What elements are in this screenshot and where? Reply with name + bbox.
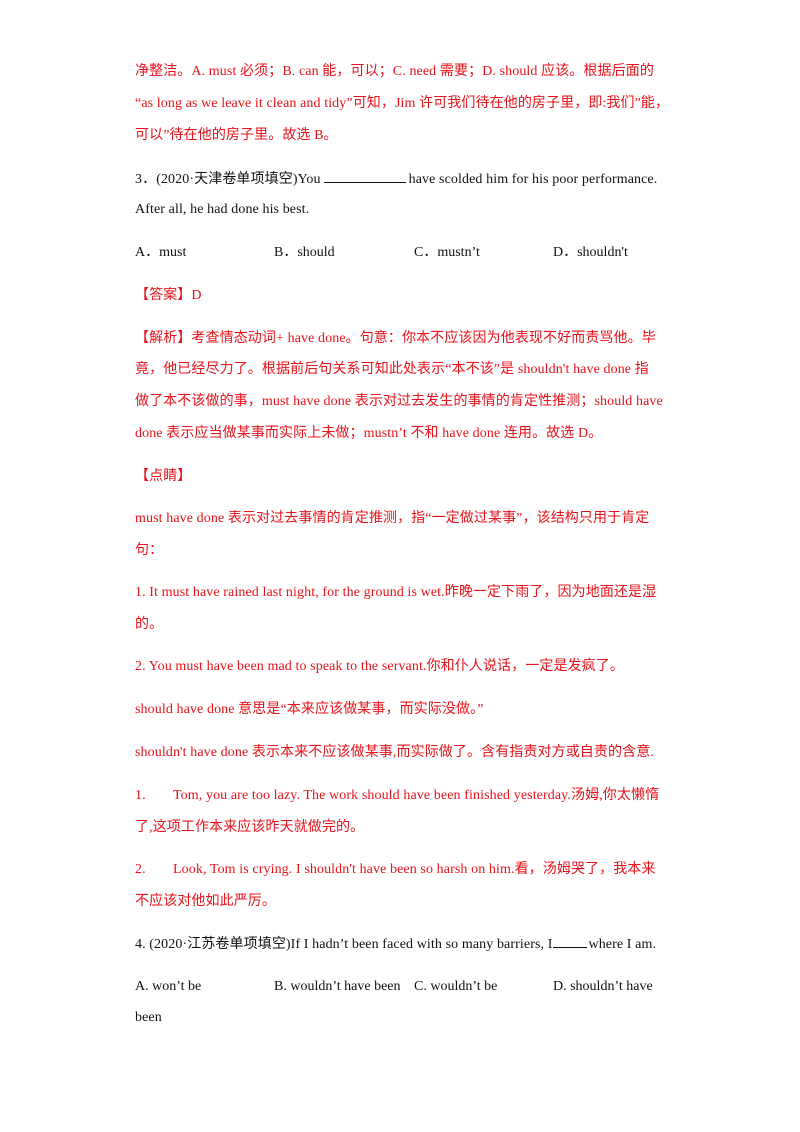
option-d: D. shouldn’t have — [553, 979, 653, 994]
example-1-continued: 了,这项工作本来应该昨天就做完的。 — [135, 820, 365, 835]
option-b: B. wouldn’t have been — [274, 979, 401, 994]
analysis-line-2: 竟，他已经尽力了。根据前后句关系可知此处表示“本不该”是 shouldn't h… — [135, 362, 649, 377]
question-3-prefix: 3．(2020·天津卷单项填空)You — [135, 172, 321, 187]
example-2-number: 2. — [135, 862, 146, 877]
example-2-continued: 不应该对他如此严厉。 — [135, 894, 276, 909]
option-c: C. wouldn’t be — [414, 979, 498, 994]
analysis-line-3: 做了本不该做的事，must have done 表示对过去发生的事情的肯定性推测… — [135, 394, 663, 409]
question-4-suffix: where I am. — [588, 937, 657, 952]
answer-blank — [553, 935, 588, 948]
option-d-continued: been — [135, 1010, 162, 1025]
tip-line-1: must have done 表示对过去事情的肯定推测，指“一定做过某事”，该结… — [135, 511, 650, 526]
question-3-stem: 3．(2020·天津卷单项填空)You have scolded him for … — [135, 170, 657, 189]
option-a: A．must — [135, 245, 187, 260]
tip-line-4: 的。 — [135, 617, 164, 632]
tip-line-3: 1. It must have rained last night, for t… — [135, 585, 657, 600]
analysis-line-4: done 表示应当做某事而实际上未做；mustn’t 不和 have done … — [135, 426, 603, 441]
explanation-line-2: “as long as we leave it clean and tidy”可… — [135, 96, 670, 111]
tip-label: 【点睛】 — [135, 469, 192, 484]
example-2: 2. Look, Tom is crying. I shouldn't have … — [135, 861, 656, 879]
question-4-stem: 4. (2020·江苏卷单项填空)If I hadn’t been faced … — [135, 935, 656, 954]
question-3-suffix: have scolded him for his poor performanc… — [408, 172, 658, 187]
question-3-stem-line-2: After all, he had done his best. — [135, 202, 310, 217]
answer-line: 【答案】D — [135, 288, 202, 303]
explanation-line-1: 净整洁。A. must 必须；B. can 能，可以；C. need 需要；D.… — [135, 64, 654, 79]
example-1-text: Tom, you are too lazy. The work should h… — [173, 788, 660, 803]
option-a: A. won’t be — [135, 979, 202, 994]
example-2-text: Look, Tom is crying. I shouldn't have be… — [173, 862, 656, 877]
option-c: C．mustn’t — [414, 245, 480, 260]
option-b: B．should — [274, 245, 335, 260]
analysis-line-1: 【解析】考查情态动词+ have done。句意：你本不应该因为他表现不好而责骂… — [135, 331, 656, 346]
tip-line-2: 句： — [135, 543, 164, 558]
example-1: 1. Tom, you are too lazy. The work should… — [135, 787, 659, 805]
tip-line-5: 2. You must have been mad to speak to th… — [135, 659, 624, 674]
option-d: D．shouldn't — [553, 245, 628, 260]
answer-blank — [323, 170, 406, 183]
explanation-line-3: 可以”待在他的房子里。故选 B。 — [135, 128, 338, 143]
tip-line-7: shouldn't have done 表示本来不应该做某事,而实际做了。含有指… — [135, 745, 654, 760]
example-1-number: 1. — [135, 788, 146, 803]
question-4-prefix: 4. (2020·江苏卷单项填空)If I hadn’t been faced … — [135, 937, 553, 952]
tip-line-6: should have done 意思是“本来应该做某事，而实际没做。” — [135, 702, 484, 717]
